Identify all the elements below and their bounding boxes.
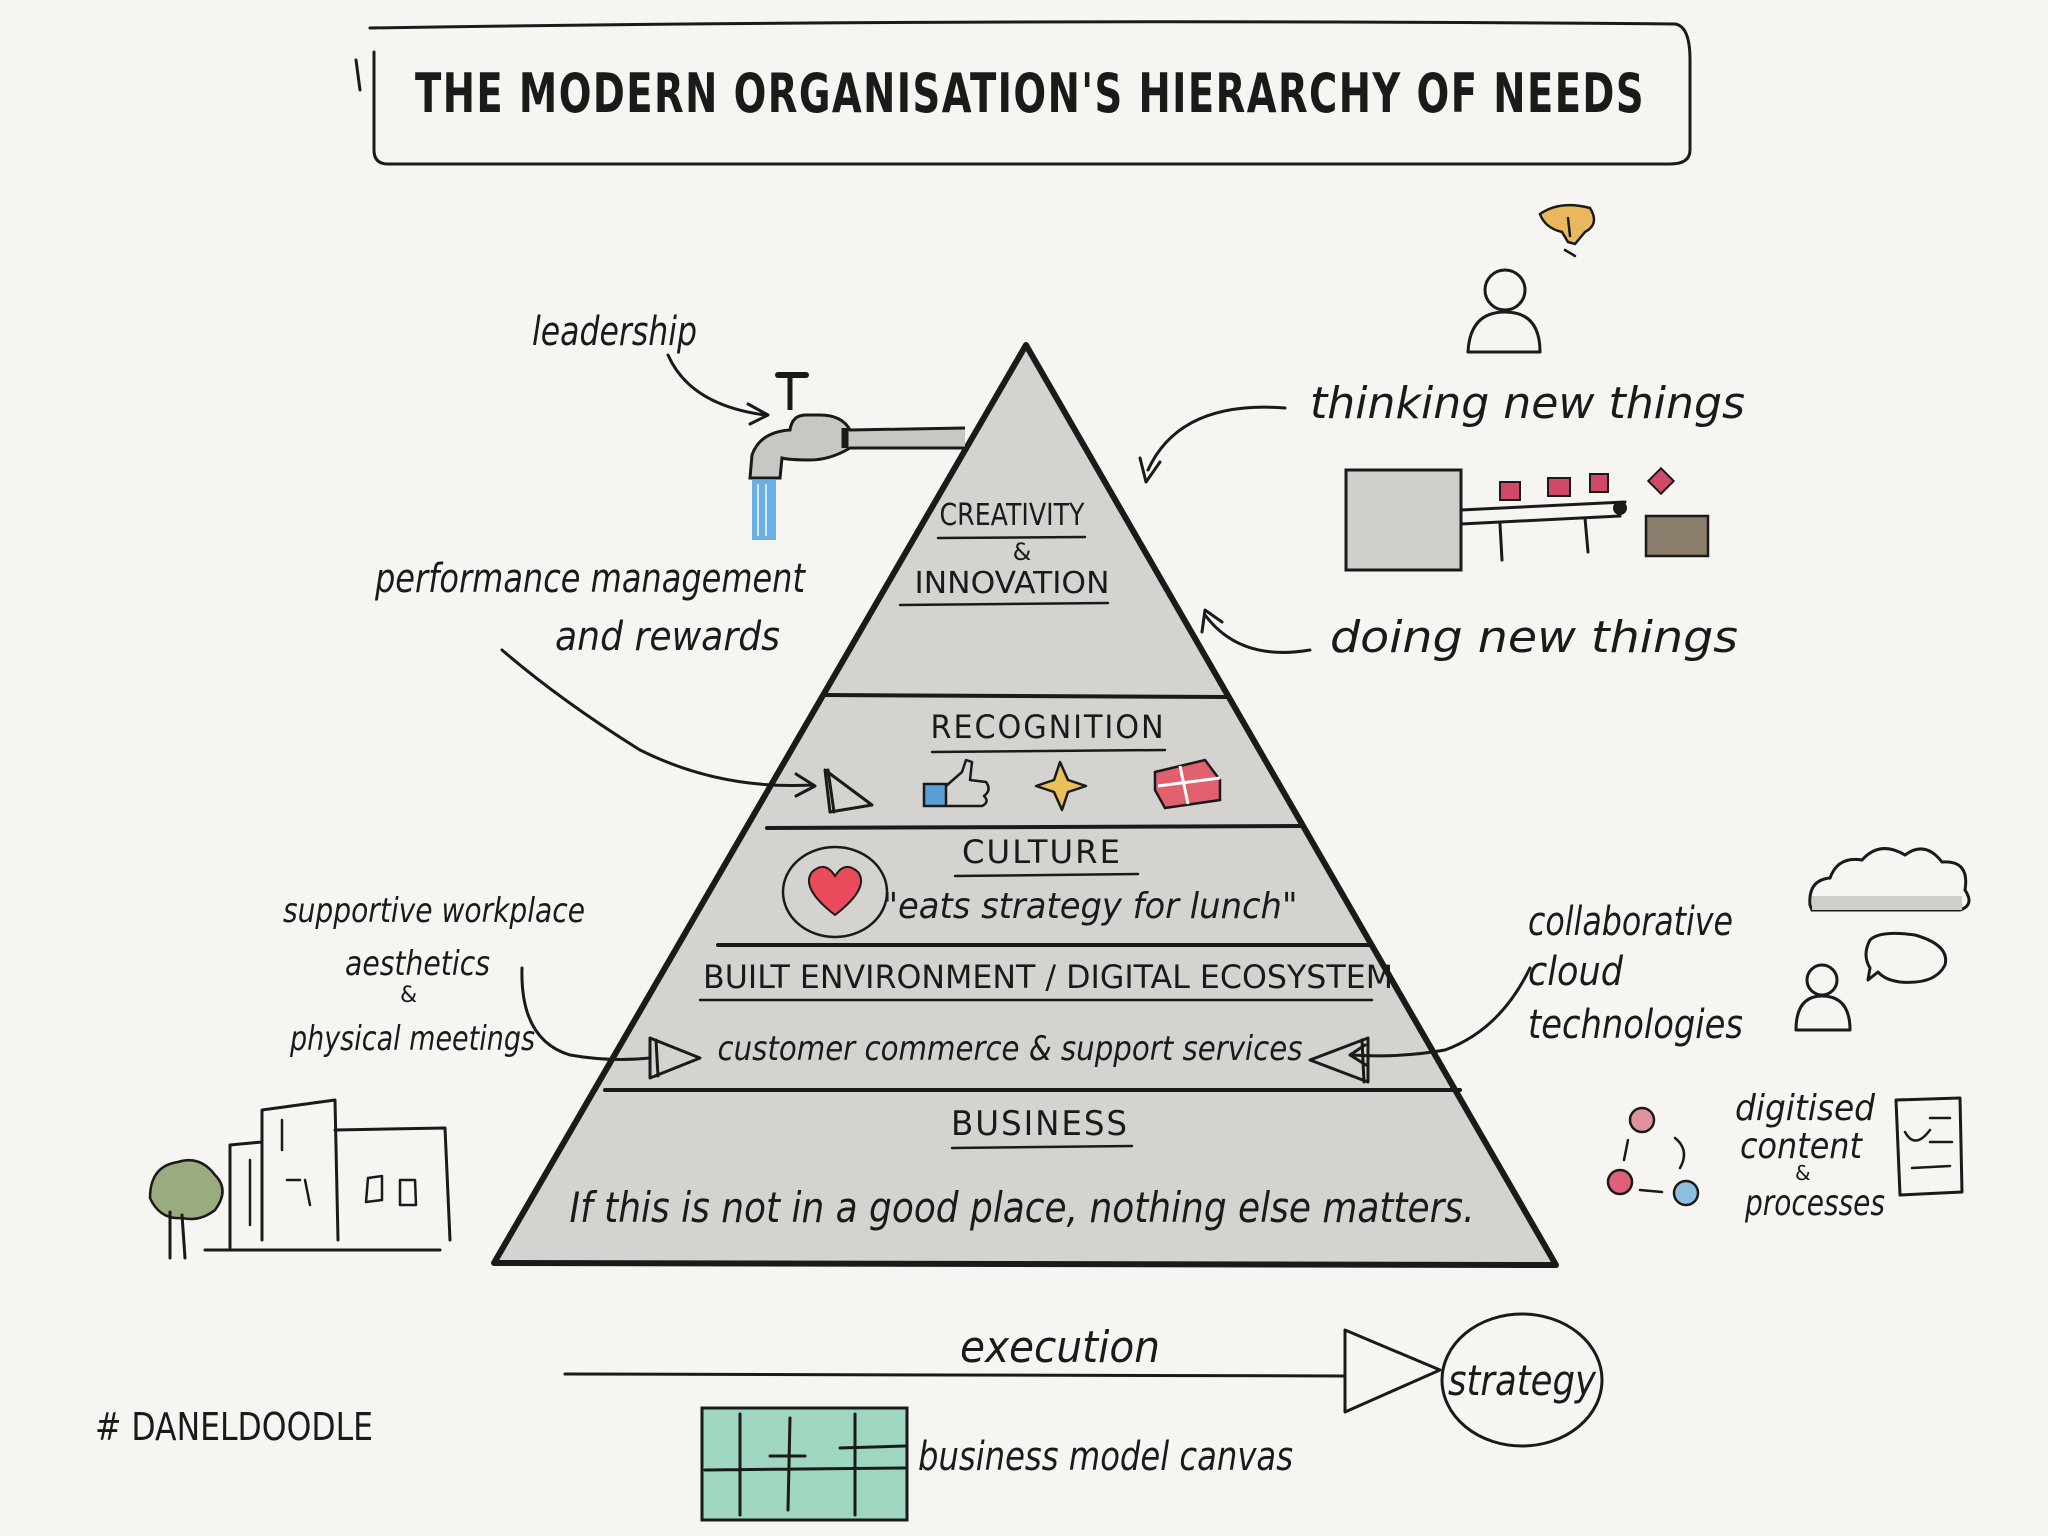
leadership-label: leadership [532, 309, 697, 355]
strategy-circle: strategy [1440, 1312, 1604, 1448]
page-title: THE MODERN ORGANISATION'S HIERARCHY OF N… [415, 62, 1645, 125]
thinking-label: thinking new things [1310, 378, 1745, 429]
thumbs-up-icon [922, 758, 990, 808]
performance-line2: and rewards [555, 614, 780, 660]
thinking-annotation: thinking new things [1138, 203, 1745, 484]
leadership-annotation: leadership [532, 309, 966, 540]
canvas-icon [700, 1406, 909, 1522]
creativity-amp: & [1013, 538, 1032, 566]
workplace-line2: aesthetics [345, 944, 490, 984]
level-creativity-innovation: CREATIVITY & INNOVATION [898, 498, 1110, 607]
star-icon [1034, 760, 1088, 812]
workplace-amp: & [400, 983, 417, 1008]
culture-quote: "eats strategy for lunch" [883, 886, 1298, 927]
level-culture: CULTURE "eats strategy for lunch" [781, 833, 1298, 939]
cloud-line3: technologies [1528, 1002, 1743, 1048]
workplace-line1: supportive workplace [283, 891, 585, 931]
buildings-icon [148, 1098, 452, 1260]
workplace-annotation: supportive workplace aesthetics & physic… [148, 891, 652, 1260]
document-icon [1894, 1096, 1964, 1197]
factory-machine-icon [1344, 466, 1710, 572]
performance-annotation: performance management and rewards [374, 556, 817, 798]
level-built-environment: BUILT ENVIRONMENT / DIGITAL ECOSYSTEM cu… [648, 958, 1393, 1084]
digitised-line3: processes [1744, 1183, 1885, 1224]
heart-icon [781, 845, 889, 939]
execution-strategy: execution strategy [563, 1312, 1604, 1448]
digitised-line1: digitised [1735, 1088, 1876, 1129]
recognition-label: RECOGNITION [931, 708, 1166, 746]
innovation-label: INNOVATION [915, 566, 1110, 601]
strategy-label: strategy [1448, 1356, 1597, 1405]
digitised-line2: content [1740, 1126, 1864, 1167]
person-thinking-icon [1466, 268, 1542, 354]
level-recognition: RECOGNITION [823, 708, 1222, 814]
tree-icon [148, 1158, 224, 1221]
digitised-annotation: digitised content & processes [1606, 1088, 1964, 1224]
level-business: BUSINESS If this is not in a good place,… [570, 1104, 1475, 1232]
lightbulb-icon [1538, 203, 1596, 258]
megaphone-icon [823, 768, 874, 814]
digitised-amp: & [1795, 1161, 1811, 1185]
tap-icon [748, 372, 966, 480]
workplace-line3: physical meetings [289, 1019, 535, 1059]
business-model-canvas: business model canvas [700, 1406, 1293, 1522]
creativity-label: CREATIVITY [940, 498, 1086, 533]
doing-annotation: doing new things [1200, 466, 1738, 663]
cloud-annotation: collaborative cloud technologies [1348, 847, 1971, 1067]
person-chat-icon [1794, 931, 1948, 1032]
divider-recognition [823, 693, 1230, 699]
hierarchy-pyramid [491, 342, 1559, 1268]
divider-culture [765, 824, 1304, 830]
network-nodes-icon [1606, 1106, 1700, 1207]
execution-label: execution [960, 1322, 1160, 1373]
bmc-label: business model canvas [918, 1434, 1293, 1480]
cloud-icon [1808, 847, 1971, 912]
culture-label: CULTURE [962, 833, 1122, 871]
hashtag-signature: # DANELDOODLE [95, 1405, 373, 1449]
cloud-line1: collaborative [1528, 899, 1733, 945]
title-banner: THE MODERN ORGANISATION'S HIERARCHY OF N… [354, 20, 1692, 166]
built-environment-label: BUILT ENVIRONMENT / DIGITAL ECOSYSTEM [703, 958, 1393, 996]
gift-icon [1153, 758, 1222, 810]
pyramid-shape [491, 342, 1559, 1268]
cloud-line2: cloud [1528, 949, 1624, 995]
business-sub: If this is not in a good place, nothing … [570, 1183, 1475, 1232]
business-label: BUSINESS [951, 1104, 1129, 1144]
doing-label: doing new things [1330, 612, 1738, 663]
built-environment-sub: customer commerce & support services [718, 1029, 1303, 1069]
water-stream [752, 480, 776, 540]
performance-line1: performance management [374, 556, 806, 602]
